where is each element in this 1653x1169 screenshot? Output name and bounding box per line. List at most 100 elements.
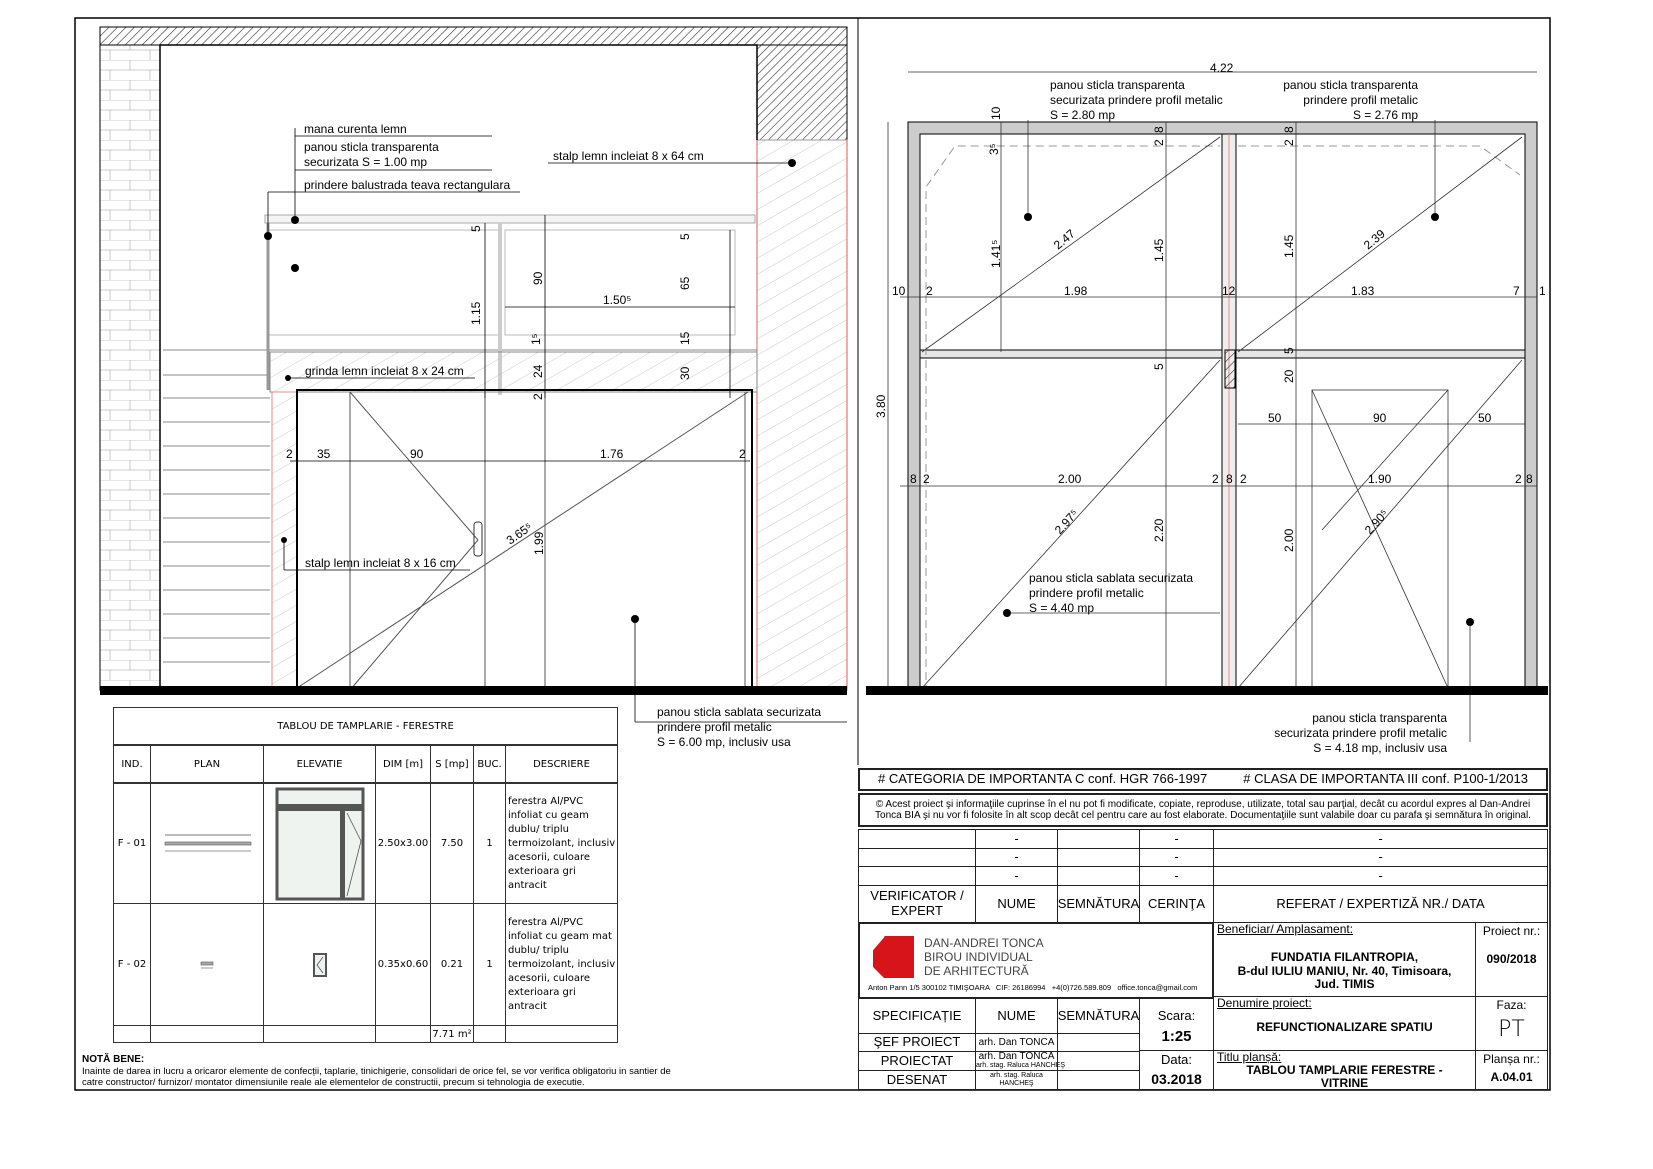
dimension-label: mana curenta lemn [304,122,407,136]
dimension-label: prindere profil metalic [657,720,772,734]
dimension-label: panou sticla transparenta [304,140,439,154]
header-elevatie: ELEVATIE [263,745,376,783]
handrail [264,214,756,224]
dimension-label: prindere profil metalic [1303,93,1418,107]
dimension-label: panou sticla transparenta [1283,78,1418,92]
dimension-label: 90 [410,447,424,461]
left-labels: mana curenta lemn panou sticla transpare… [304,122,821,749]
right-elevation: panou sticla transparenta securizata pri… [866,61,1548,755]
dimension-label: securizata S = 1.00 mp [304,155,427,169]
dimension-label: 1.76 [600,447,624,461]
right-labels: panou sticla transparenta securizata pri… [1029,78,1447,755]
data: 03.2018 [1151,1070,1202,1087]
header-dim: DIM [m] [375,745,431,783]
row-f01-ind: F - 01 [113,783,151,904]
dimension-label: securizata prindere profil metalic [1274,726,1447,740]
dimension-label: 1.41⁵ [989,240,1003,268]
dimension-label: 1.45 [1282,234,1296,258]
dimension-label: 1.15 [469,301,483,325]
dimension-label: S = 2.76 mp [1353,108,1418,122]
right-dimensions: 4.22 10 8 2 8 2 3⁵ 1.41⁵ 2.47 1.45 1.45 … [874,61,1546,552]
row-f01-s: 7.50 [430,783,474,904]
vitrine-frame [296,389,753,691]
total-area: 7.71 m² [430,1025,474,1043]
row-f02-dim: 0.35x0.60 [375,903,431,1026]
ground-line [100,686,847,695]
row-f02-buc: 1 [473,903,506,1026]
dimension-label: 10 [892,284,906,298]
dimension-label: 7 [1513,284,1520,298]
dimension-label: 5 [469,225,483,232]
plan-f02-icon [200,961,214,968]
dimension-label: 12 [1222,284,1236,298]
dimension-label: 5 [678,233,692,240]
dimension-label: stalp lemn incleiat 8 x 16 cm [305,556,456,570]
dimension-label: 90 [531,271,545,285]
row-f02-desc: ferestra Al/PVC infoliat cu geam mat dub… [505,903,618,1026]
dimension-label: 2.47 [1051,226,1078,252]
row-f02-ind: F - 02 [113,903,151,1026]
categoria-importanta: # CATEGORIA DE IMPORTANTA C conf. HGR 76… [878,771,1208,787]
dimension-label: 2 [531,393,545,400]
dimension-label: 2.97⁵ [1052,507,1081,537]
dimension-label: 2 [286,447,293,461]
transom-left [919,349,1223,359]
transom-right [1235,349,1526,359]
copyright: © Acest proiect şi informaţiile cuprinse… [858,793,1548,827]
wall-block [756,44,848,141]
denumire-proiect: REFUNCTIONALIZARE SPATIU [1256,1019,1433,1034]
header-plan: PLAN [150,745,264,783]
dimension-label: 2 [1515,472,1522,486]
dimension-label: S = 4.40 mp [1029,601,1094,615]
dimension-label: 5 [1152,363,1166,370]
header-buc: BUC. [473,745,506,783]
dimension-label: 1⁵ [529,333,543,345]
scara: 1:25 [1161,1027,1192,1045]
note-text: Inainte de darea in lucru a oricaror ele… [82,1066,671,1088]
plan-f01-icon [164,834,252,851]
dimension-label: 8 [910,472,917,486]
dimension-label: prindere balustrada teava rectangulara [304,178,510,192]
dimension-label: 3.65⁵ [504,520,535,548]
row-f01-elevatie [263,783,376,904]
sheet-border [74,17,1551,1091]
left-dimensions: 5 1.15 90 5 65 1.50⁵ 1⁵ 15 24 30 2 2 35 … [286,225,746,555]
plansa-nr: A.04.01 [1490,1069,1533,1084]
elevation-f01-icon [275,787,364,900]
titlu-plansa: TABLOU TAMPLARIE FERESTRE - VITRINE [1246,1063,1443,1090]
brick-wall [99,44,161,691]
dimension-label: 24 [531,364,545,378]
dimension-label: securizata prindere profil metalic [1050,93,1223,107]
row-f02-s: 0.21 [430,903,474,1026]
dimension-label: panou sticla sablata securizata [657,705,821,719]
proiect-nr: 090/2018 [1486,951,1537,966]
dimension-label: 4.22 [1210,61,1234,75]
table-title: TABLOU DE TAMPLARIE - FERESTRE [113,707,618,745]
dimension-label: 8 [1152,126,1166,133]
verificator-label: VERIFICATOR / EXPERT [858,885,976,923]
dimension-label: S = 2.80 mp [1050,108,1115,122]
row-f01-buc: 1 [473,783,506,904]
header-ind: IND. [113,745,151,783]
beneficiar: FUNDATIA FILANTROPIA, B-dul IULIU MANIU,… [1237,949,1452,992]
dimension-label: 35 [317,447,331,461]
dimension-label: 2 [1152,139,1166,146]
door-handle-icon [473,521,483,557]
dimension-label: 1.99 [532,531,546,555]
note-title: NOTĂ BENE: [82,1054,145,1065]
dimension-label: 3⁵ [987,143,1001,155]
dimension-label: 2.90⁵ [1362,507,1391,537]
dimension-label: panou sticla transparenta [1050,78,1185,92]
stairs [163,349,757,663]
row-f01-plan [150,783,264,904]
glass-panel [267,229,501,336]
dimension-label: 2 [739,447,746,461]
dimension-label: 2.00 [1058,472,1082,486]
dimension-label: S = 6.00 mp, inclusiv usa [657,735,791,749]
ground-line-right [866,686,1548,695]
dimension-label: 2 [926,284,933,298]
dimension-label: 2 [1282,139,1296,146]
row-f01-desc: ferestra Al/PVC infoliat cu geam dublu/ … [505,783,618,904]
dimension-label: 30 [678,366,692,380]
dimension-label: 1.50⁵ [603,293,631,307]
